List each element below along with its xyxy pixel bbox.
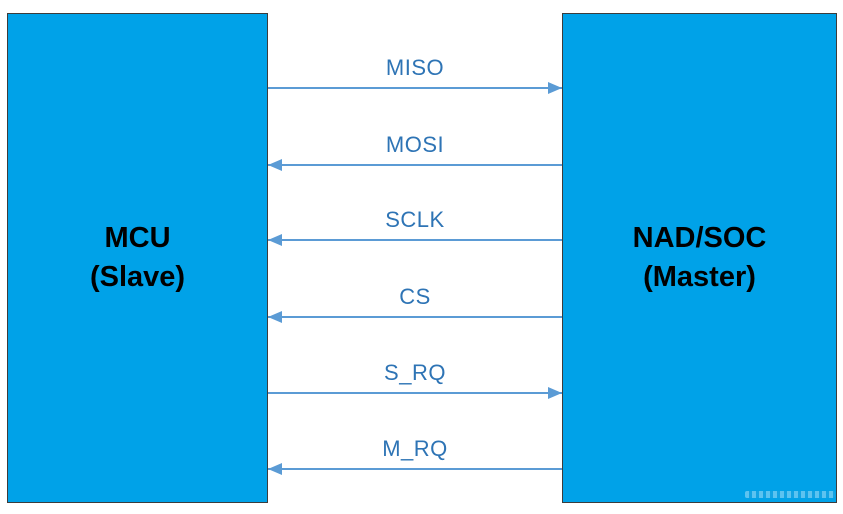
signal-mosi: MOSI <box>268 126 562 171</box>
signal-sclk: SCLK <box>268 201 562 246</box>
arrow-right-icon <box>548 387 562 399</box>
signal-miso-label: MISO <box>385 55 445 80</box>
node-mcu-role: (Slave) <box>89 261 186 293</box>
node-nad-soc-title: NAD/SOC <box>632 221 767 254</box>
arrow-left-icon <box>268 463 282 475</box>
node-mcu-title: MCU <box>104 221 171 254</box>
arrow-left-icon <box>268 234 282 246</box>
arrow-left-icon <box>268 311 282 323</box>
signal-mosi-line <box>268 164 562 166</box>
signal-cs: CS <box>268 278 562 323</box>
signal-miso-line <box>268 87 562 89</box>
signal-sclk-label: SCLK <box>385 207 445 232</box>
arrow-left-icon <box>268 159 282 171</box>
signal-cs-line <box>268 316 562 318</box>
signal-cs-label: CS <box>399 284 431 309</box>
signal-s-rq: S_RQ <box>268 354 562 399</box>
signal-miso: MISO <box>268 49 562 94</box>
node-nad-soc-role: (Master) <box>643 261 756 293</box>
node-mcu-slave: MCU (Slave) <box>7 13 268 503</box>
watermark-smudge <box>745 491 835 498</box>
signal-s-rq-line <box>268 392 562 394</box>
node-nad-soc-master: NAD/SOC (Master) <box>562 13 837 503</box>
signal-m-rq-label: M_RQ <box>382 436 448 461</box>
signal-sclk-line <box>268 239 562 241</box>
signal-mosi-label: MOSI <box>385 132 445 157</box>
signal-m-rq: M_RQ <box>268 430 562 475</box>
arrow-right-icon <box>548 82 562 94</box>
signal-s-rq-label: S_RQ <box>384 360 446 385</box>
signal-m-rq-line <box>268 468 562 470</box>
